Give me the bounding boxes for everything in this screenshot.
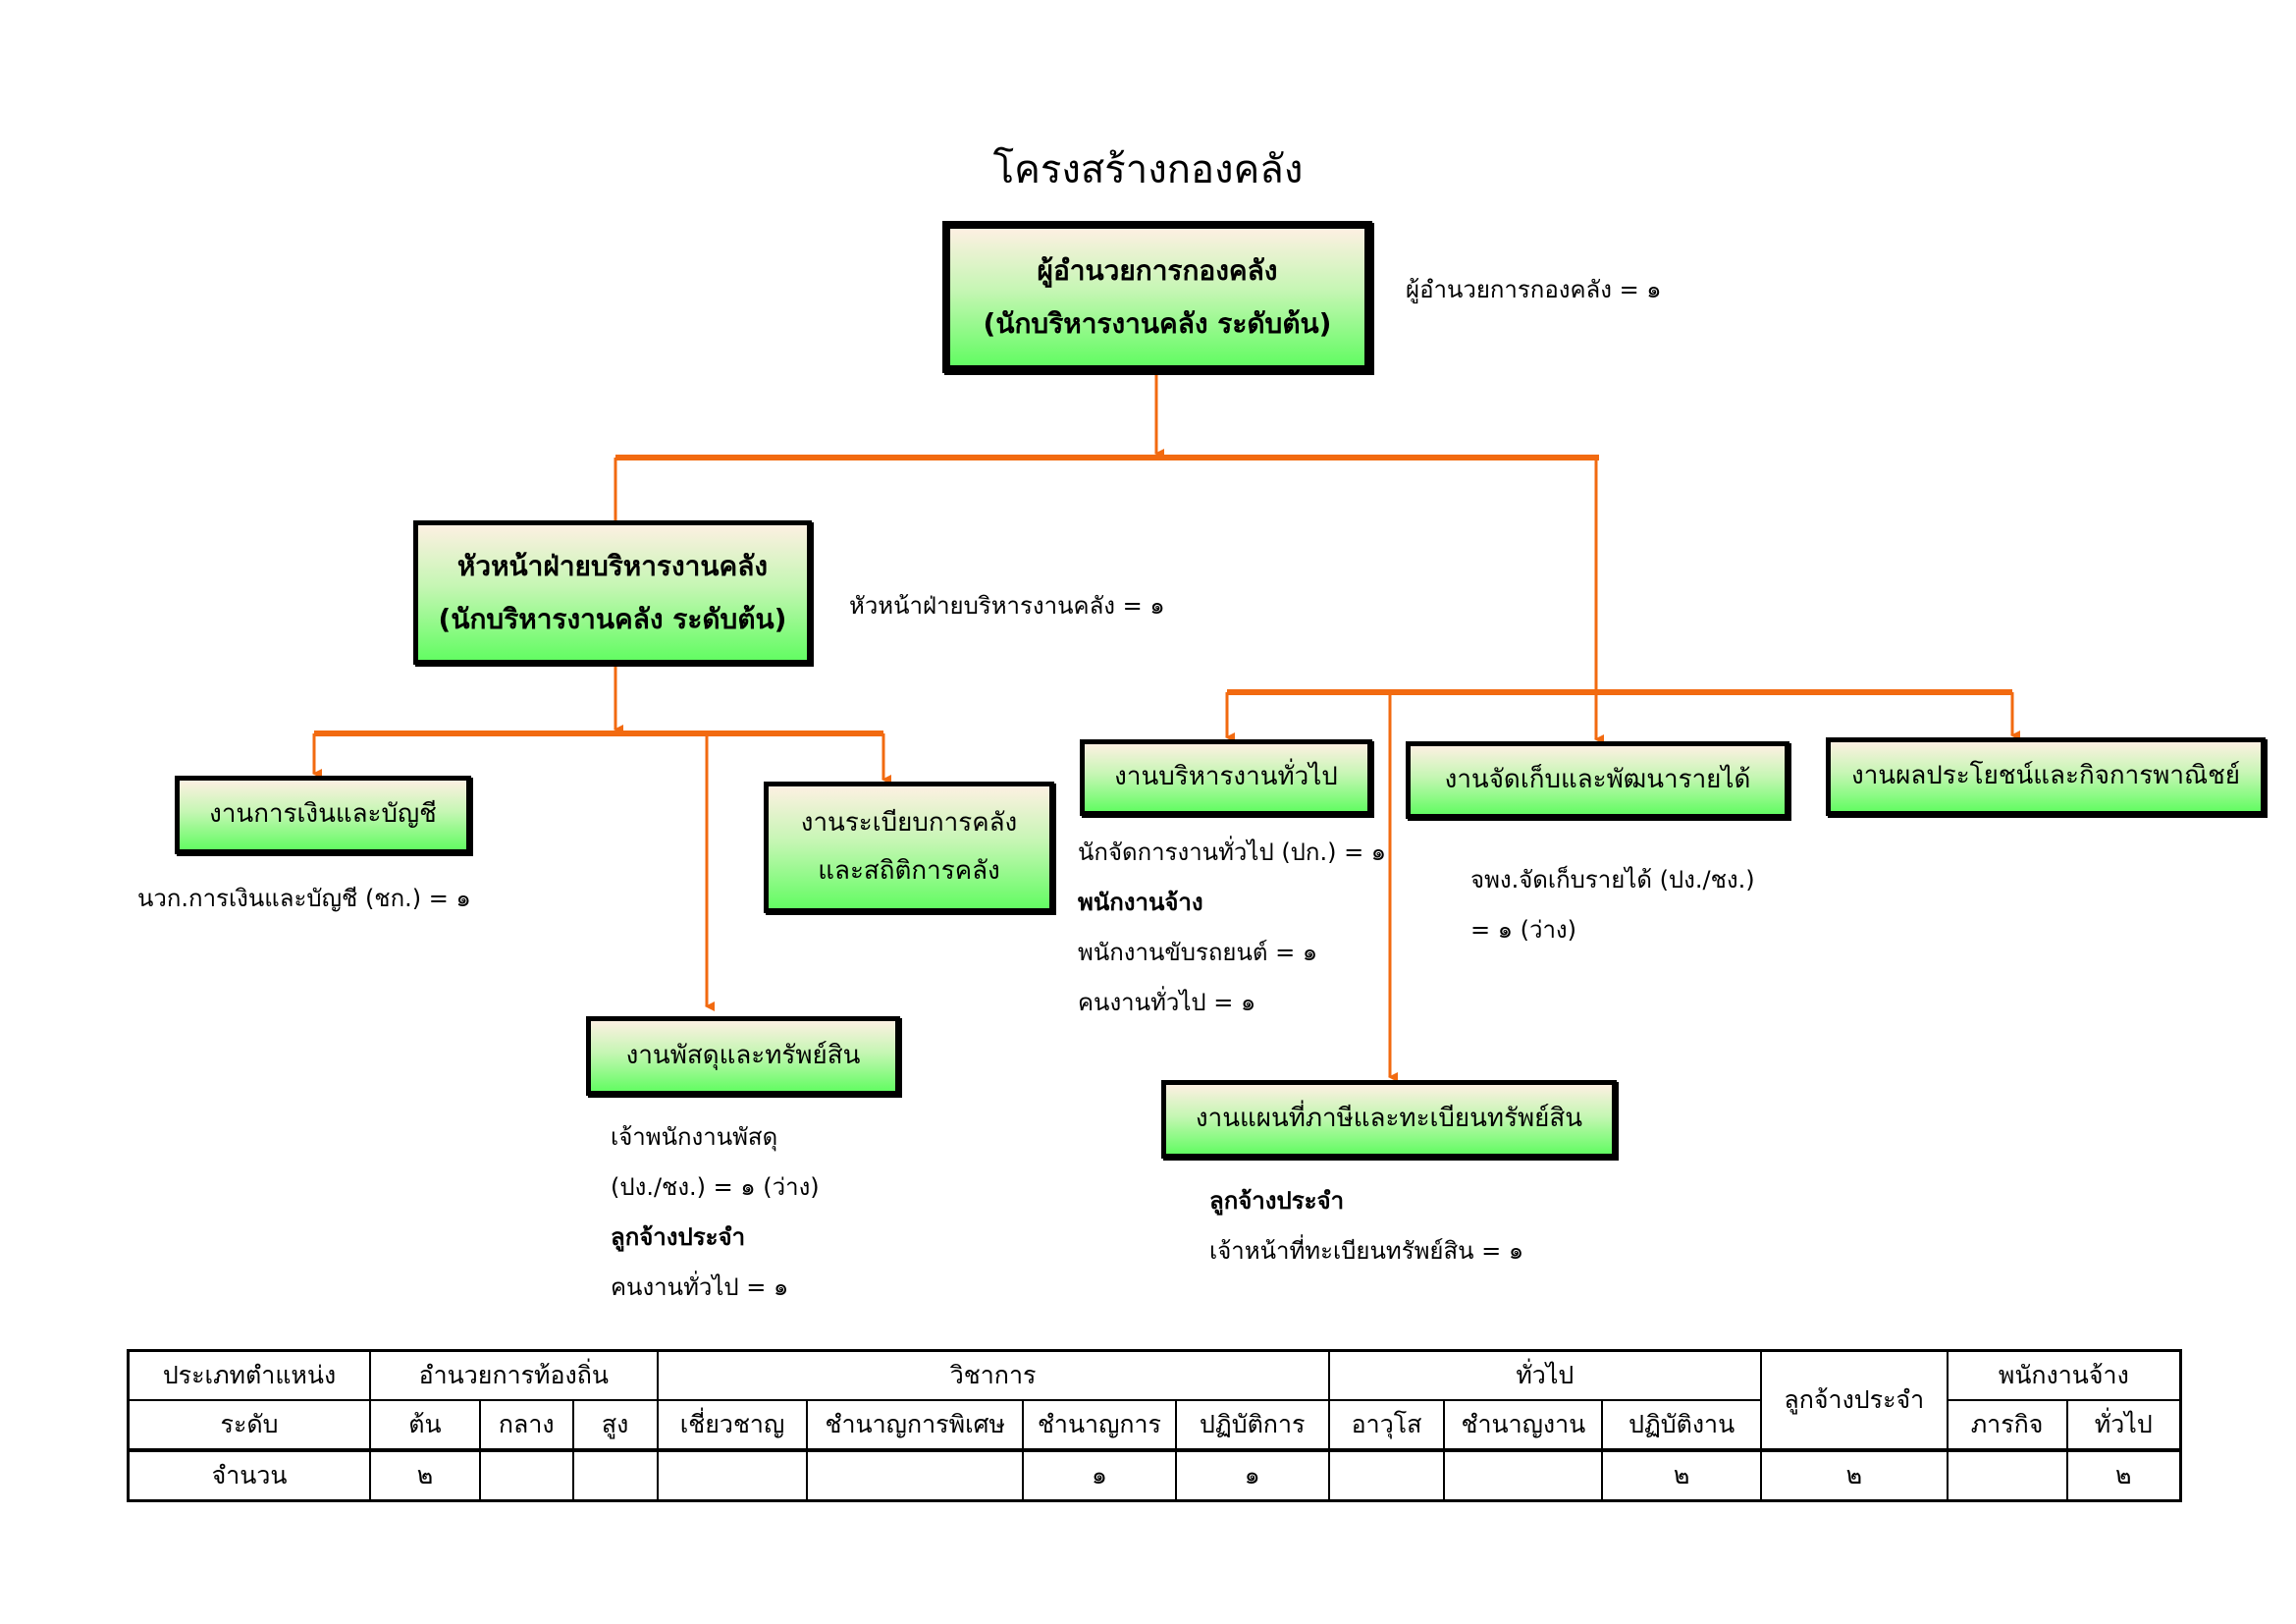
- general-note: นักจัดการงานทั่วไป (ปก.) = ๑: [1078, 839, 1387, 866]
- table-header-cell: ประเภทตำแหน่ง: [127, 1349, 372, 1401]
- table-level-cell: ต้น: [369, 1399, 481, 1451]
- table-group-cell: อำนวยการท้องถิ่น: [369, 1349, 659, 1401]
- revenue-notes: จพง.จัดเก็บรายได้ (ปง./ชง.) = ๑ (ว่าง): [1470, 855, 1755, 955]
- table-header-row: ประเภทตำแหน่ง อำนวยการท้องถิ่น วิชาการ ท…: [127, 1349, 2182, 1451]
- general-notes: นักจัดการงานทั่วไป (ปก.) = ๑ พนักงานจ้าง…: [1078, 828, 1386, 1028]
- table-count-cell: [1946, 1448, 2068, 1502]
- revenue-unit-label: งานจัดเก็บและพัฒนารายได้: [1444, 764, 1751, 794]
- table-count-cell: [806, 1448, 1025, 1502]
- table-count-cell: [656, 1448, 809, 1502]
- director-box: ผู้อำนวยการกองคลัง (นักบริหารงานคลัง ระด…: [942, 221, 1372, 373]
- general-note-heading: พนักงานจ้าง: [1078, 889, 1203, 916]
- mapping-unit-label: งานแผนที่ภาษีและทะเบียนทรัพย์สิน: [1195, 1104, 1583, 1134]
- director-note: ผู้อำนวยการกองคลัง = ๑: [1406, 276, 1662, 303]
- mapping-note: เจ้าหน้าที่ทะเบียนทรัพย์สิน = ๑: [1209, 1237, 1524, 1265]
- mapping-unit-box: งานแผนที่ภาษีและทะเบียนทรัพย์สิน: [1161, 1080, 1617, 1159]
- regulation-unit-label-1: งานระเบียบการคลัง: [800, 807, 1018, 838]
- table-count-cell: ๒: [369, 1448, 481, 1502]
- table-count-cell: ๒: [1601, 1448, 1762, 1502]
- revenue-note: จพง.จัดเก็บรายได้ (ปง./ชง.): [1470, 866, 1755, 893]
- table-count-cell: ๑: [1022, 1448, 1177, 1502]
- table-count-cell: ๑: [1174, 1448, 1330, 1502]
- table-level-cell: ภารกิจ: [1946, 1399, 2068, 1451]
- general-unit-box: งานบริหารงานทั่วไป: [1080, 739, 1372, 816]
- regulation-unit-label-2: และสถิติการคลัง: [818, 856, 1000, 886]
- mapping-notes: ลูกจ้างประจำ เจ้าหน้าที่ทะเบียนทรัพย์สิน…: [1209, 1176, 1523, 1276]
- commerce-unit-box: งานผลประโยชน์และกิจการพาณิชย์: [1826, 737, 2266, 816]
- table-header-cell: ระดับ: [127, 1399, 372, 1451]
- head-box: หัวหน้าฝ่ายบริหารงานคลัง (นักบริหารงานคล…: [413, 520, 812, 665]
- regulation-unit-box: งานระเบียบการคลัง และสถิติการคลัง: [764, 782, 1054, 913]
- director-position: (นักบริหารงานคลัง ระดับต้น): [983, 306, 1332, 340]
- supplies-note: (ปง./ชง.) = ๑ (ว่าง): [611, 1173, 820, 1201]
- table-level-cell: ปฏิบัติงาน: [1601, 1399, 1762, 1451]
- table-level-cell: ปฏิบัติการ: [1174, 1399, 1330, 1451]
- table-level-cell: กลาง: [478, 1399, 574, 1451]
- table-level-cell: ชำนาญการพิเศษ: [806, 1399, 1025, 1451]
- table-group-cell: วิชาการ: [656, 1349, 1330, 1401]
- table-count-cell: [1327, 1448, 1446, 1502]
- table-level-cell: เชี่ยวชาญ: [656, 1399, 809, 1451]
- table-level-cell: ชำนาญงาน: [1443, 1399, 1604, 1451]
- commerce-unit-label: งานผลประโยชน์และกิจการพาณิชย์: [1851, 761, 2240, 791]
- finance-note: นวก.การเงินและบัญชี (ชก.) = ๑: [137, 885, 471, 912]
- supplies-unit-label: งานพัสดุและทรัพย์สิน: [625, 1040, 861, 1070]
- supplies-notes: เจ้าพนักงานพัสดุ (ปง./ชง.) = ๑ (ว่าง) ลู…: [611, 1112, 820, 1313]
- table-level-cell: อาวุโส: [1327, 1399, 1446, 1451]
- table-level-cell: สูง: [571, 1399, 659, 1451]
- finance-unit-box: งานการเงินและบัญชี: [175, 776, 471, 854]
- supplies-note: คนงานทั่วไป = ๑: [611, 1273, 789, 1301]
- table-level-cell: ทั่วไป: [2065, 1399, 2182, 1451]
- head-note: หัวหน้าฝ่ายบริหารงานคลัง = ๑: [849, 592, 1165, 620]
- table-level-cell: ชำนาญการ: [1022, 1399, 1177, 1451]
- revenue-note: = ๑ (ว่าง): [1470, 916, 1576, 944]
- table-count-cell: ๒: [2065, 1448, 2182, 1502]
- supplies-unit-box: งานพัสดุและทรัพย์สิน: [586, 1016, 900, 1096]
- director-title: ผู้อำนวยการกองคลัง: [1037, 254, 1278, 288]
- revenue-unit-box: งานจัดเก็บและพัฒนารายได้: [1406, 741, 1789, 819]
- mapping-note-heading: ลูกจ้างประจำ: [1209, 1187, 1345, 1215]
- table-group-cell: ลูกจ้างประจำ: [1759, 1349, 1949, 1451]
- page-title: โครงสร้างกองคลัง: [992, 147, 1304, 192]
- table-count-row: จำนวน ๒ ๑ ๑ ๒ ๒ ๒: [127, 1448, 2182, 1502]
- supplies-note: เจ้าพนักงานพัสดุ: [611, 1123, 778, 1151]
- head-title: หัวหน้าฝ่ายบริหารงานคลัง: [456, 550, 769, 583]
- table-count-cell: ๒: [1759, 1448, 1949, 1502]
- table-level-row: ระดับ ต้น กลาง สูง เชี่ยวชาญ ชำนาญการพิเ…: [127, 1399, 2182, 1451]
- table-count-cell: [1443, 1448, 1604, 1502]
- table-group-cell: ทั่วไป: [1327, 1349, 1762, 1401]
- table-count-cell: [571, 1448, 659, 1502]
- finance-unit-label: งานการเงินและบัญชี: [209, 799, 437, 830]
- table-header-cell: จำนวน: [127, 1448, 372, 1502]
- table-group-cell: พนักงานจ้าง: [1946, 1349, 2182, 1401]
- position-summary-table: ประเภทตำแหน่ง อำนวยการท้องถิ่น วิชาการ ท…: [127, 1349, 2182, 1502]
- general-note: คนงานทั่วไป = ๑: [1078, 989, 1256, 1016]
- general-note: พนักงานขับรถยนต์ = ๑: [1078, 939, 1318, 966]
- head-position: (นักบริหารงานคลัง ระดับต้น): [438, 602, 787, 635]
- table-count-cell: [478, 1448, 574, 1502]
- general-unit-label: งานบริหารงานทั่วไป: [1114, 762, 1338, 792]
- supplies-note-heading: ลูกจ้างประจำ: [611, 1223, 746, 1251]
